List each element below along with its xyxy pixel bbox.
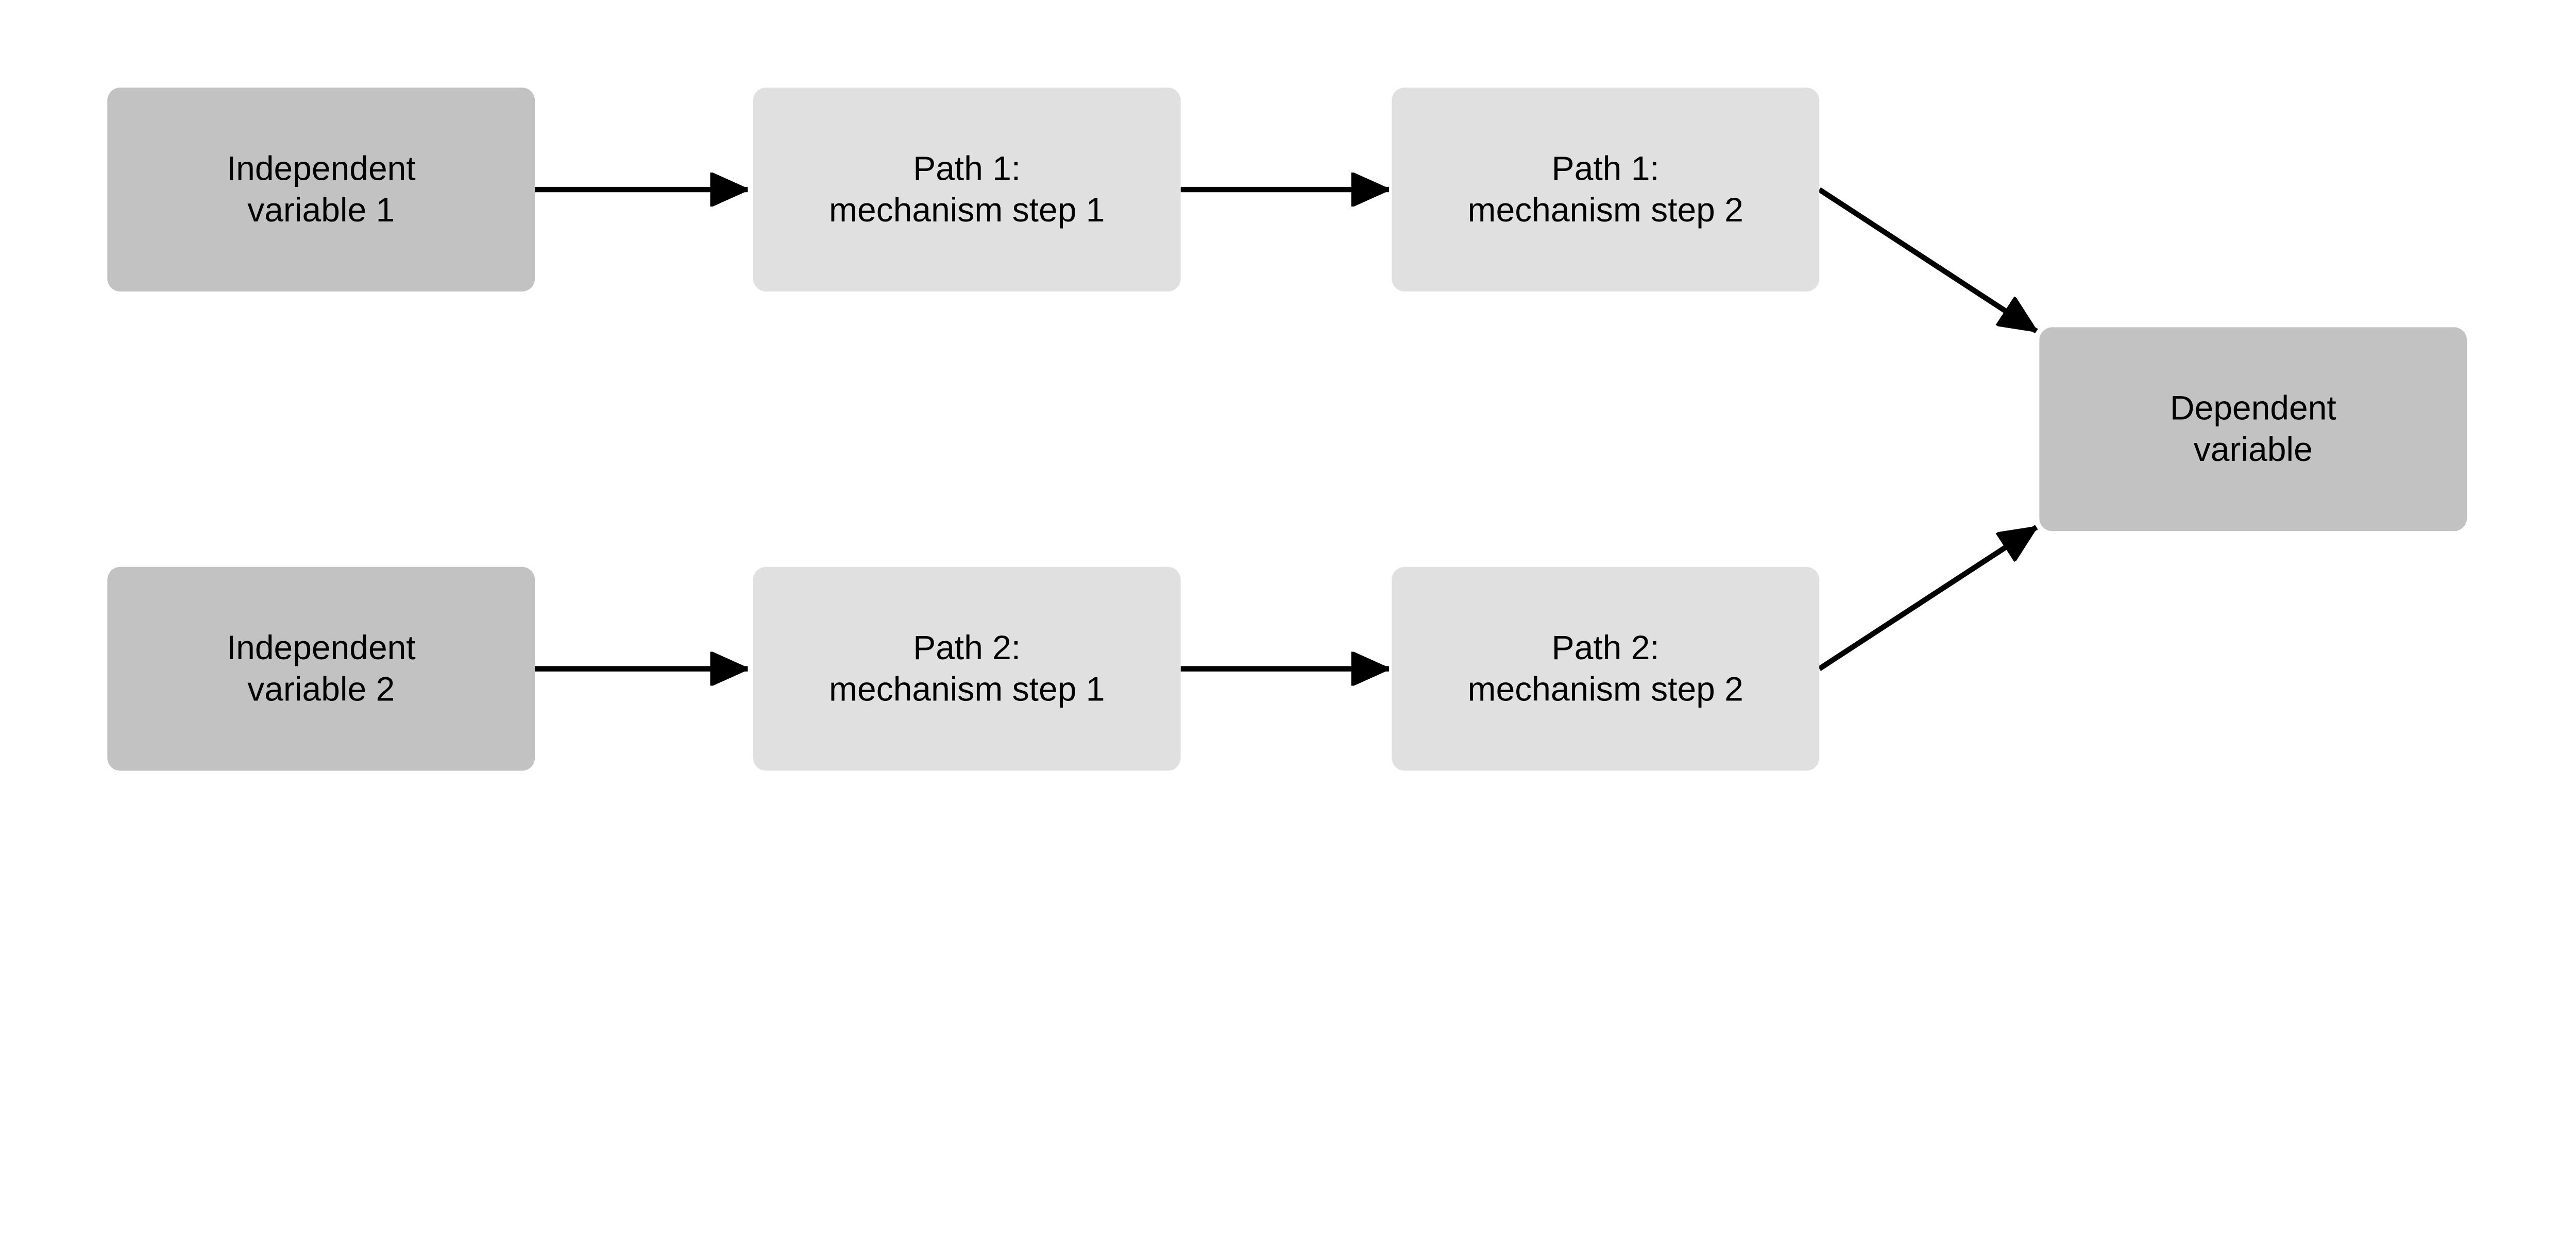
edge-p1s2-to-dep	[1818, 187, 2038, 334]
edge-p2s2-to-dep	[1818, 525, 2038, 671]
node-label-line: Independent	[226, 628, 416, 667]
node-label-line: mechanism step 1	[829, 670, 1105, 708]
path-diagram: Independent variable 1 Path 1: mechanism…	[107, 0, 2467, 859]
node-label-line: variable 2	[247, 670, 395, 708]
node-label: Path 2: mechanism step 1	[829, 627, 1105, 710]
node-dependent-variable: Dependent variable	[2039, 327, 2467, 531]
node-label: Independent variable 2	[227, 627, 416, 710]
node-label: Dependent variable	[2170, 388, 2336, 471]
edge-layer	[535, 0, 2038, 859]
node-label-line: Independent	[226, 149, 416, 187]
node-label: Independent variable 1	[227, 148, 416, 231]
node-label-line: Path 2:	[1551, 628, 1659, 667]
node-label: Path 1: mechanism step 2	[1468, 148, 1743, 231]
node-path1-mechanism-step1: Path 1: mechanism step 1	[753, 88, 1181, 291]
node-label-line: Path 1:	[1551, 149, 1659, 187]
node-path2-mechanism-step1: Path 2: mechanism step 1	[753, 566, 1181, 771]
node-independent-variable-1: Independent variable 1	[107, 88, 535, 291]
node-label-line: variable	[2193, 431, 2313, 469]
node-label-line: Path 2:	[913, 628, 1021, 667]
node-path2-mechanism-step2: Path 2: mechanism step 2	[1392, 566, 1820, 771]
node-path1-mechanism-step2: Path 1: mechanism step 2	[1392, 88, 1820, 291]
node-label-line: mechanism step 1	[829, 191, 1105, 229]
node-label-line: Dependent	[2170, 389, 2336, 427]
node-label-line: Path 1:	[913, 149, 1021, 187]
node-label-line: mechanism step 2	[1467, 670, 1743, 708]
node-independent-variable-2: Independent variable 2	[107, 566, 535, 771]
node-label: Path 1: mechanism step 1	[829, 148, 1105, 231]
node-label-line: variable 1	[247, 191, 395, 229]
node-label: Path 2: mechanism step 2	[1468, 627, 1743, 710]
node-label-line: mechanism step 2	[1467, 191, 1743, 229]
